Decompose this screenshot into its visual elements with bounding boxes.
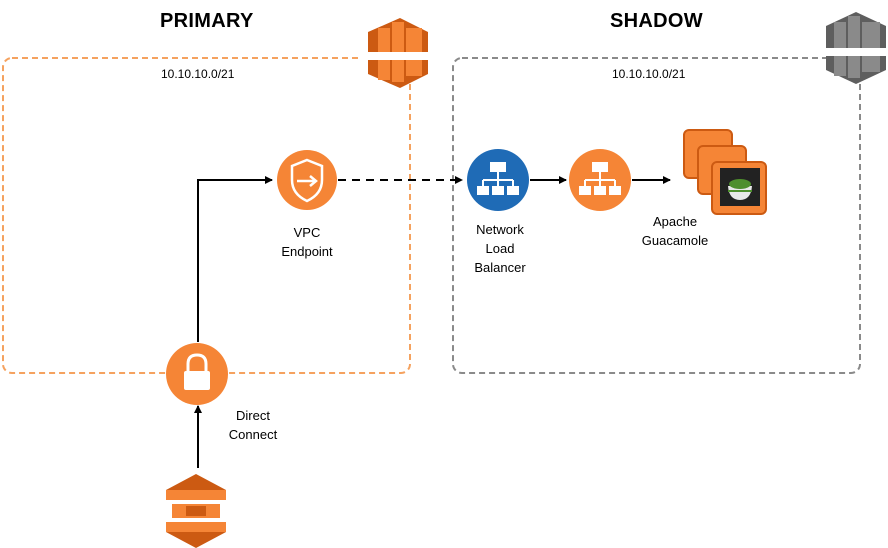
shadow-cidr: 10.10.10.0/21 [612, 67, 686, 81]
vpc-endpoint-icon [277, 150, 337, 210]
network-load-balancer-icon [467, 149, 529, 211]
shadow-title: SHADOW [610, 10, 703, 32]
direct-connect-icon [166, 343, 228, 405]
direct-connect-label: Direct Connect [228, 408, 278, 442]
primary-account-icon [362, 18, 434, 88]
application-load-balancer-icon [569, 149, 631, 211]
dx-to-endpoint-connector [197, 176, 273, 342]
vpc-endpoint-label: VPC Endpoint [281, 225, 333, 259]
shadow-region-box [452, 57, 861, 374]
primary-cidr: 10.10.10.0/21 [161, 67, 235, 81]
primary-title: PRIMARY [160, 10, 254, 32]
nlb-label: Network Load Balancer [474, 222, 526, 275]
customer-gateway-icon [166, 474, 226, 548]
guacamole-instances-icon [683, 129, 767, 215]
primary-region-box [2, 57, 411, 374]
shadow-account-icon [818, 12, 888, 84]
guacamole-label: Apache Guacamole [641, 214, 709, 248]
